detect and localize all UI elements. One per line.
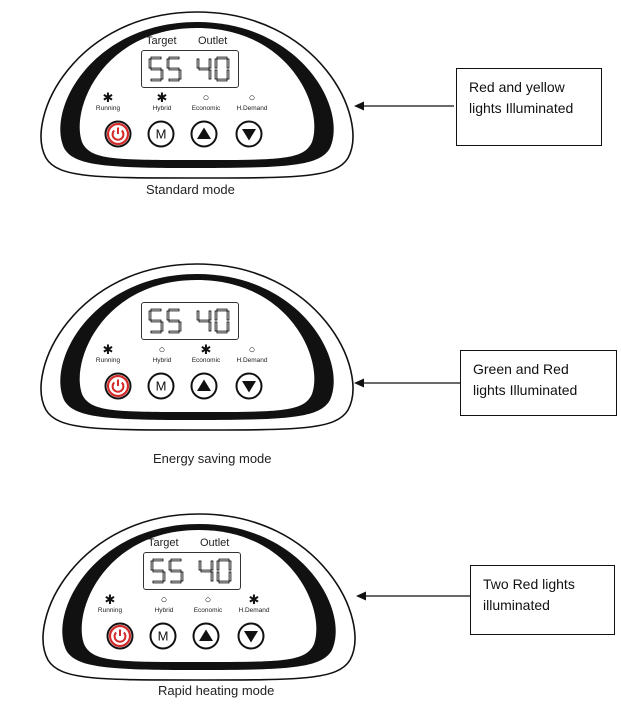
hollow-circle-icon: ○ [202, 92, 210, 104]
up-button[interactable] [190, 372, 218, 400]
power-button[interactable] [104, 372, 132, 400]
power-icon [104, 120, 132, 148]
indicator-economic: ○Economic [176, 92, 236, 112]
indicator-hdemand: ○H.Demand [222, 92, 282, 112]
mode-caption: Standard mode [146, 182, 235, 197]
indicator-hdemand: ✱H.Demand [224, 592, 284, 614]
seven-segment-digit [216, 558, 232, 584]
arrow-left-icon [354, 101, 454, 111]
seven-segment-digit [214, 308, 230, 334]
seven-segment-digit [198, 560, 214, 582]
indicator-label: Economic [191, 357, 221, 364]
mode-button-label: M [156, 379, 167, 394]
indicator-label: Economic [193, 607, 223, 614]
triangle-down-icon [235, 120, 263, 148]
callout-box: Two Red lights illuminated [470, 565, 615, 635]
indicator-hdemand: ○H.Demand [222, 344, 282, 364]
indicator-economic: ✱Economic [176, 342, 236, 364]
star-burst-icon: ✱ [156, 90, 168, 105]
mode-m-icon: M [147, 120, 175, 148]
seven-segment-digit [148, 308, 164, 334]
star-burst-icon: ✱ [104, 592, 116, 607]
indicator-running: ✱Running [78, 342, 138, 364]
mode-caption: Energy saving mode [153, 451, 272, 466]
power-button[interactable] [104, 120, 132, 148]
arrow-left-icon [356, 591, 470, 601]
mode-button-label: M [158, 629, 169, 644]
hollow-circle-icon: ○ [160, 594, 168, 606]
indicator-label: Running [97, 607, 123, 614]
triangle-down-icon [235, 372, 263, 400]
indicator-label: H.Demand [236, 105, 268, 112]
down-button[interactable] [237, 622, 265, 650]
hollow-circle-icon: ○ [158, 344, 166, 356]
indicator-hybrid: ✱Hybrid [132, 90, 192, 112]
indicator-hybrid: ○Hybrid [134, 594, 194, 614]
seven-segment-digit [166, 308, 182, 334]
power-icon [106, 622, 134, 650]
seven-segment-digit [166, 56, 182, 82]
triangle-up-icon [190, 120, 218, 148]
indicator-label: Economic [191, 105, 221, 112]
indicator-label: H.Demand [236, 357, 268, 364]
star-burst-icon: ✱ [248, 592, 260, 607]
mode-caption: Rapid heating mode [158, 683, 275, 698]
up-button[interactable] [192, 622, 220, 650]
indicator-running: ✱Running [78, 90, 138, 112]
triangle-up-icon [190, 372, 218, 400]
indicator-running: ✱Running [80, 592, 140, 614]
outlet-label: Outlet [198, 35, 228, 47]
mode-button-label: M [156, 127, 167, 142]
indicator-label: Running [95, 357, 121, 364]
indicator-label: Running [95, 105, 121, 112]
indicator-hybrid: ○Hybrid [132, 344, 192, 364]
seven-segment-digit [196, 310, 212, 332]
triangle-up-icon [192, 622, 220, 650]
hollow-circle-icon: ○ [248, 92, 256, 104]
seven-segment-digit [196, 58, 212, 80]
mode-m-icon: M [147, 372, 175, 400]
triangle-down-icon [237, 622, 265, 650]
mode-button[interactable]: M [147, 372, 175, 400]
indicator-label: H.Demand [238, 607, 270, 614]
outlet-label: Outlet [200, 537, 230, 549]
indicator-label: Hybrid [152, 105, 172, 112]
seven-segment-digit [214, 56, 230, 82]
down-button[interactable] [235, 372, 263, 400]
indicator-economic: ○Economic [178, 594, 238, 614]
seven-segment-digit [148, 56, 164, 82]
indicator-label: Hybrid [154, 607, 174, 614]
star-burst-icon: ✱ [102, 90, 114, 105]
arrow-left-icon [354, 378, 460, 388]
down-button[interactable] [235, 120, 263, 148]
power-icon [104, 372, 132, 400]
callout-box: Green and Red lights Illuminated [460, 350, 617, 416]
lcd-display [143, 552, 241, 590]
hollow-circle-icon: ○ [204, 594, 212, 606]
star-burst-icon: ✱ [200, 342, 212, 357]
seven-segment-digit [150, 558, 166, 584]
up-button[interactable] [190, 120, 218, 148]
hollow-circle-icon: ○ [248, 344, 256, 356]
lcd-display [141, 302, 239, 340]
target-label: Target [146, 35, 177, 47]
callout-box: Red and yellow lights Illuminated [456, 68, 602, 146]
target-label: Target [148, 537, 179, 549]
seven-segment-digit [168, 558, 184, 584]
indicator-label: Hybrid [152, 357, 172, 364]
mode-m-icon: M [149, 622, 177, 650]
mode-button[interactable]: M [149, 622, 177, 650]
power-button[interactable] [106, 622, 134, 650]
lcd-display [141, 50, 239, 88]
mode-button[interactable]: M [147, 120, 175, 148]
star-burst-icon: ✱ [102, 342, 114, 357]
